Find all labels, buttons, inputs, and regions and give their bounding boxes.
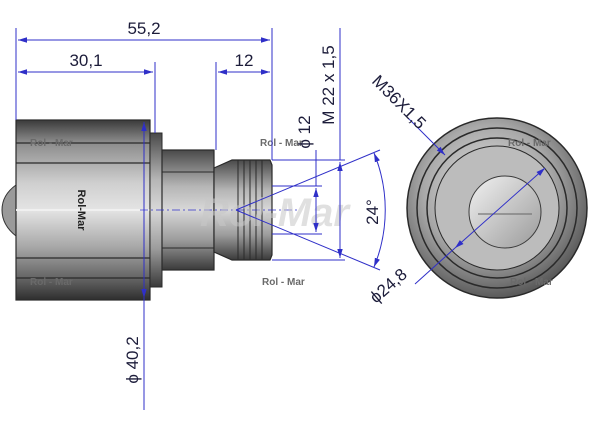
watermark-main: Rol-Mar bbox=[200, 191, 351, 235]
dim-angle: 24° bbox=[363, 199, 382, 225]
dim-overall-length: 55,2 bbox=[127, 19, 160, 38]
front-dimension-lines bbox=[407, 117, 546, 285]
inner-face bbox=[468, 175, 542, 249]
dim-thread-small: M 22 x 1,5 bbox=[319, 45, 338, 124]
side-view: Rol-Mar bbox=[1, 119, 300, 301]
watermark-small-2: Rol - Mar bbox=[30, 277, 73, 288]
body-brand-text: Rol-Mar bbox=[75, 190, 87, 232]
dim-body-length: 30,1 bbox=[69, 51, 102, 70]
front-view bbox=[406, 117, 588, 299]
dim-thread-large: M36X1,5 bbox=[368, 71, 430, 133]
watermark-small-4: Rol - Mar bbox=[262, 277, 305, 288]
dim-face-diameter: ϕ24,8 bbox=[366, 265, 411, 307]
dim-body-diameter: ϕ 40,2 bbox=[123, 336, 142, 383]
watermark-small-3: Rol - Mar bbox=[260, 138, 303, 149]
dim-nut-length: 12 bbox=[235, 51, 254, 70]
dim-bore-diameter: ϕ 12 bbox=[295, 115, 314, 148]
ball-stub bbox=[1, 184, 17, 238]
watermark-small-6: Rol - Mar bbox=[510, 277, 553, 288]
dimension-lines bbox=[15, 28, 386, 410]
watermark-small-5: Rol - Mar bbox=[508, 138, 551, 149]
watermark-small-1: Rol - Mar bbox=[30, 138, 73, 149]
body-grooves bbox=[16, 142, 150, 279]
